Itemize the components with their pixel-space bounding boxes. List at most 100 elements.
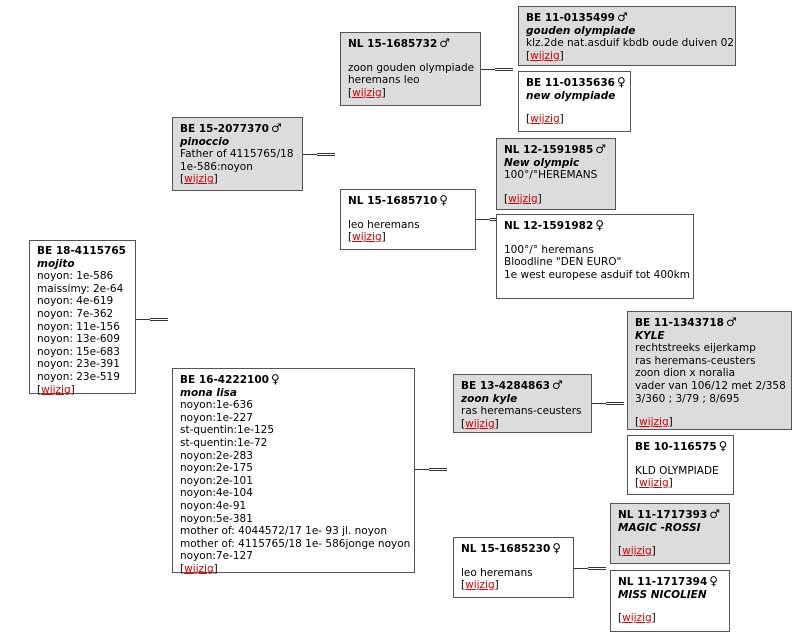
edit-link: [wijzig]	[37, 383, 75, 396]
male-icon: ♂	[595, 142, 607, 156]
edit-link: [wijzig]	[180, 173, 218, 186]
edit-link: [wijzig]	[526, 49, 564, 62]
female-icon: ♀	[709, 574, 719, 588]
note-line: noyon: 7e-362	[37, 307, 114, 320]
bird-card-sss: BE 11-0135499♂ gouden olympiade klz.2de …	[518, 6, 736, 66]
bird-card-ds: BE 13-4284863♂ zoon kyle ras heremans-ce…	[453, 374, 592, 433]
edit-link: [wijzig]	[348, 86, 386, 99]
note-line: maissimy: 2e-64	[37, 282, 124, 295]
ring-number: BE 11-0135499♂	[526, 10, 628, 24]
note-line: vader van 106/12 met 2/358	[635, 379, 786, 392]
bird-name: New olympic	[504, 156, 580, 169]
male-icon: ♂	[616, 10, 628, 24]
note-line: ras heremans-ceusters	[635, 354, 756, 367]
note-line: noyon:4e-104	[180, 487, 253, 500]
edit-button[interactable]: wijzig	[622, 612, 652, 625]
note-line: noyon: 15e-683	[37, 345, 120, 358]
note-line: Father of 4115765/18	[180, 148, 294, 161]
edit-link: [wijzig]	[618, 545, 656, 558]
edit-link: [wijzig]	[635, 416, 673, 429]
bird-name: KYLE	[635, 329, 665, 342]
note-line: ras heremans-ceusters	[461, 405, 582, 418]
note-line: 3/360 ; 3/79 ; 8/695	[635, 392, 740, 405]
note-line: mother of: 4044572/17 1e- 93 jl. noyon	[180, 525, 388, 538]
ring-number: BE 16-4222100♀	[180, 372, 280, 386]
note-line: noyon:2e-101	[180, 474, 253, 487]
note-line: leo heremans	[348, 218, 420, 231]
edit-link: [wijzig]	[348, 231, 386, 244]
note-line: noyon: 23e-519	[37, 370, 120, 383]
note-line: KLD OLYMPIADE	[635, 464, 719, 477]
edit-button[interactable]: wijzig	[352, 86, 382, 99]
female-icon: ♀	[616, 75, 626, 89]
note-line: noyon:7e-127	[180, 550, 253, 563]
ring-number: NL 11-1717394♀	[618, 574, 719, 588]
bird-notes: ras heremans-ceusters	[461, 405, 584, 418]
bird-notes: leo heremans	[348, 219, 468, 232]
bird-name: gouden olympiade	[526, 24, 636, 37]
note-line: rechtstreeks eijerkamp	[635, 342, 756, 355]
edit-button[interactable]: wijzig	[184, 562, 214, 575]
note-line: noyon:4e-91	[180, 499, 247, 512]
ring-number: NL 12-1591985♂	[504, 142, 607, 156]
note-line: noyon: 13e-609	[37, 333, 120, 346]
edit-link: [wijzig]	[526, 113, 564, 126]
edit-button[interactable]: wijzig	[465, 417, 495, 430]
edit-button[interactable]: wijzig	[639, 416, 669, 429]
note-line: st-quentin:1e-125	[180, 424, 275, 437]
bird-name: new olympiade	[526, 89, 616, 102]
bird-notes: klz.2de nat.asduif kbdb oude duiven 02	[526, 37, 734, 50]
edit-button[interactable]: wijzig	[352, 231, 382, 244]
bird-name: MISS NICOLIEN	[618, 588, 707, 601]
note-line: noyon:5e-381	[180, 512, 253, 525]
bird-card-ssd: BE 11-0135636♀ new olympiade [wijzig]	[518, 71, 631, 132]
female-icon: ♀	[718, 439, 728, 453]
note-line: klz.2de nat.asduif kbdb oude duiven 02	[526, 37, 734, 50]
note-line: 100°/°HEREMANS	[504, 169, 598, 182]
male-icon: ♂	[709, 507, 721, 521]
bird-name: pinoccio	[180, 135, 230, 148]
note-line: heremans leo	[348, 74, 420, 87]
ring-number: NL 12-1591982♀	[504, 218, 605, 232]
ring-number: BE 15-2077370♂	[180, 121, 282, 135]
note-line: leo heremans	[461, 566, 533, 579]
edit-link: [wijzig]	[180, 562, 218, 575]
edit-link: [wijzig]	[618, 612, 656, 625]
edit-button[interactable]: wijzig	[622, 545, 652, 558]
female-icon: ♀	[595, 218, 605, 232]
note-line: noyon: 23e-391	[37, 358, 120, 371]
edit-button[interactable]: wijzig	[184, 173, 214, 186]
ring-number: NL 15-1685710♀	[348, 193, 449, 207]
ring-number: BE 18-4115765	[37, 245, 126, 257]
note-line: 1e-586:noyon	[180, 160, 253, 173]
note-line: noyon:2e-283	[180, 449, 253, 462]
edit-button[interactable]: wijzig	[41, 383, 71, 396]
bird-name: MAGIC -ROSSI	[618, 521, 701, 534]
male-icon: ♂	[439, 36, 451, 50]
note-line: noyon:2e-175	[180, 462, 253, 475]
edit-link: [wijzig]	[461, 579, 499, 592]
bird-notes: KLD OLYMPIADE	[635, 465, 726, 478]
edit-button[interactable]: wijzig	[530, 113, 560, 126]
female-icon: ♀	[552, 541, 562, 555]
note-line: 1e west europese asduif tot 400km	[504, 268, 690, 281]
bird-card-dss: BE 11-1343718♂ KYLE rechtstreeks eijerka…	[627, 311, 792, 430]
ring-number: BE 11-1343718♂	[635, 315, 737, 329]
edit-button[interactable]: wijzig	[508, 192, 538, 205]
ring-number: NL 11-1717393♂	[618, 507, 721, 521]
edit-button[interactable]: wijzig	[530, 49, 560, 62]
bird-card-sire: BE 15-2077370♂ pinoccio Father of 411576…	[172, 117, 303, 191]
edit-button[interactable]: wijzig	[639, 477, 669, 490]
bird-notes: 100°/°HEREMANS	[504, 169, 608, 182]
note-line: noyon: 1e-586	[37, 270, 114, 283]
note-line: noyon: 11e-156	[37, 320, 120, 333]
edit-button[interactable]: wijzig	[465, 579, 495, 592]
bird-name: mojito	[37, 257, 75, 270]
edit-link: [wijzig]	[504, 192, 542, 205]
bird-name: zoon kyle	[461, 392, 518, 405]
